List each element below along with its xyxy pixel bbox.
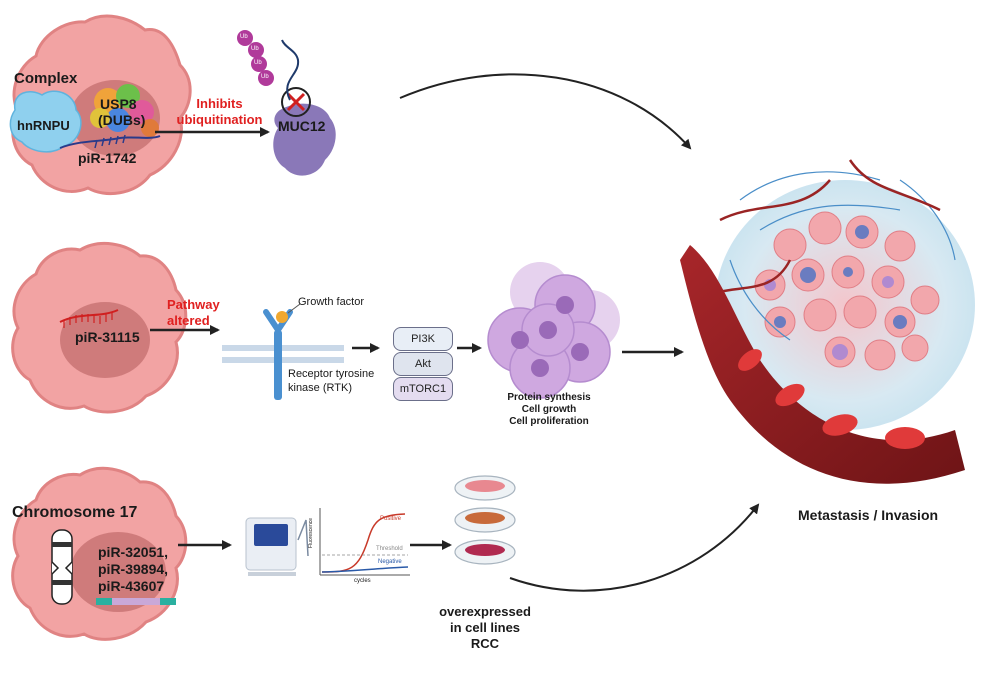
ub-label: Ub	[251, 46, 259, 52]
ub-label: Ub	[261, 74, 269, 80]
complex-label: Complex	[14, 70, 78, 87]
usp8-label: USP8	[100, 96, 137, 112]
pirna-bases	[63, 312, 113, 328]
qpcr-threshold-label: Threshold	[376, 546, 403, 552]
cell-cluster-icon	[487, 262, 620, 399]
inhibits-label-2: ubiquitination	[176, 112, 263, 127]
pir-multi-label-1: piR-32051,	[98, 544, 169, 560]
overexpressed-label-3: RCC	[470, 636, 500, 651]
pathway-label-1: Pathway	[167, 297, 220, 312]
overexpressed-label-2: in cell lines	[449, 620, 521, 635]
akt-box: Akt	[393, 352, 453, 376]
usp8-protein-icon	[90, 84, 159, 137]
pir1742-label: piR-1742	[78, 150, 137, 166]
pir-multi-label-3: piR-43607	[98, 578, 165, 594]
protein-icon	[273, 39, 336, 176]
ub-label: Ub	[240, 34, 248, 40]
dubs-label: (DUBs)	[98, 112, 146, 128]
qpcr-ylabel: Fluorescence	[308, 517, 314, 548]
overexpressed-label-1: overexpressed	[439, 604, 531, 619]
curved-arrow-bottom	[509, 503, 760, 592]
ubiquitin-chain	[237, 30, 274, 86]
pir31115-label: piR-31115	[75, 329, 140, 345]
petri-dish-icon	[454, 475, 516, 565]
qpcr-machine-icon	[245, 517, 309, 576]
chromosome17-label: Chromosome 17	[12, 504, 138, 521]
pir-multi-label-2: piR-39894,	[98, 561, 169, 577]
growth-factor-label: Growth factor	[298, 296, 365, 308]
qpcr-xlabel: cycles	[354, 578, 371, 584]
muc12-label: MUC12	[278, 118, 326, 134]
pirna-strand	[59, 309, 119, 323]
pi3k-box: PI3K	[393, 327, 453, 351]
hnrnpu-icon	[9, 90, 82, 153]
blood-vessel-icon	[680, 245, 965, 484]
negative-curve	[321, 566, 409, 573]
qpcr-chart	[319, 508, 410, 576]
receptor-icon	[222, 309, 344, 400]
ub-label: Ub	[254, 60, 262, 66]
cell-icon	[11, 242, 188, 414]
curved-arrow-top	[399, 73, 692, 150]
rna-bar	[96, 598, 176, 605]
cell-growth-label: Cell growth	[521, 404, 577, 415]
growth-factor-pointer	[287, 303, 301, 314]
pirna-strand	[59, 135, 161, 149]
inhibits-label-1: Inhibits	[196, 96, 243, 111]
qpcr-positive-label: Positive	[380, 516, 402, 522]
rtk-label-1: Receptor tyrosine	[288, 368, 375, 380]
pathway-label-2: altered	[167, 313, 210, 328]
metastasis-label: Metastasis / Invasion	[798, 507, 939, 523]
protein-synthesis-label: Protein synthesis	[507, 392, 591, 403]
pirna-bases	[94, 134, 126, 149]
qpcr-negative-label: Negative	[378, 559, 402, 565]
chromosome-icon	[51, 529, 73, 605]
tumor-icon	[699, 159, 975, 430]
cell-proliferation-label: Cell proliferation	[509, 416, 589, 427]
hnrnpu-label: hnRNPU	[17, 118, 70, 133]
mtorc1-box: mTORC1	[393, 377, 453, 401]
rtk-label-2: kinase (RTK)	[288, 382, 352, 394]
